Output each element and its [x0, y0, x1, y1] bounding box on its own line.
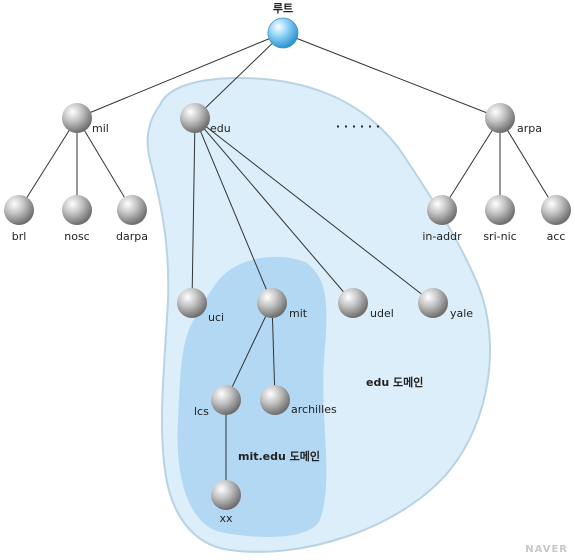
- node-mil: [62, 103, 92, 133]
- label-mit: mit: [289, 307, 308, 320]
- node-nosc: [62, 195, 92, 225]
- label-edu: edu: [210, 122, 231, 135]
- root-node: [267, 17, 299, 49]
- node-sri-nic: [485, 195, 515, 225]
- label-arpa: arpa: [517, 122, 542, 135]
- node-xx: [211, 480, 241, 510]
- label-yale: yale: [450, 307, 473, 320]
- label-brl: brl: [12, 230, 27, 243]
- node-darpa: [117, 195, 147, 225]
- label-uci: uci: [208, 311, 224, 324]
- node-yale: [418, 288, 448, 318]
- edge-root-edu: [194, 32, 284, 119]
- label-xx: xx: [219, 512, 233, 525]
- node-acc: [541, 195, 571, 225]
- node-arpa: [485, 103, 515, 133]
- label-nosc: nosc: [64, 230, 89, 243]
- node-in-addr: [427, 195, 457, 225]
- edge-edu-uci: [191, 117, 196, 304]
- node-edu: [180, 103, 210, 133]
- label-archilles: archilles: [291, 403, 337, 416]
- mit-domain-region: [177, 256, 327, 537]
- edge-arpa-inaddr: [441, 117, 501, 211]
- node-uci: [177, 288, 207, 318]
- edge-edu-yale: [194, 117, 434, 304]
- mit-domain-label: mit.edu 도메인: [238, 449, 320, 463]
- edu-domain-label: edu 도메인: [366, 375, 423, 389]
- node-archilles: [260, 385, 290, 415]
- edge-mit-lcs: [225, 302, 273, 401]
- node-mit: [257, 288, 287, 318]
- label-udel: udel: [370, 307, 394, 320]
- edge-edu-mit: [194, 117, 273, 304]
- tree-edges: [18, 32, 557, 495]
- edge-root-arpa: [282, 32, 501, 119]
- label-sri-nic: sri-nic: [483, 230, 516, 243]
- edge-mil-brl: [18, 117, 78, 211]
- root-label: 루트: [273, 2, 293, 15]
- label-in-addr: in-addr: [422, 230, 462, 243]
- ellipsis: · · · · · ·: [336, 120, 380, 133]
- label-acc: acc: [547, 230, 566, 243]
- edge-mit-archilles: [271, 302, 276, 401]
- edge-mil-darpa: [76, 117, 133, 211]
- label-darpa: darpa: [116, 230, 148, 243]
- edge-edu-udel: [194, 117, 354, 304]
- label-lcs: lcs: [194, 405, 209, 418]
- edge-root-mil: [76, 32, 284, 119]
- label-mil: mil: [92, 122, 109, 135]
- naver-watermark: NAVER: [525, 544, 568, 555]
- node-udel: [338, 288, 368, 318]
- node-lcs: [211, 385, 241, 415]
- node-brl: [4, 195, 34, 225]
- edge-arpa-acc: [499, 117, 557, 211]
